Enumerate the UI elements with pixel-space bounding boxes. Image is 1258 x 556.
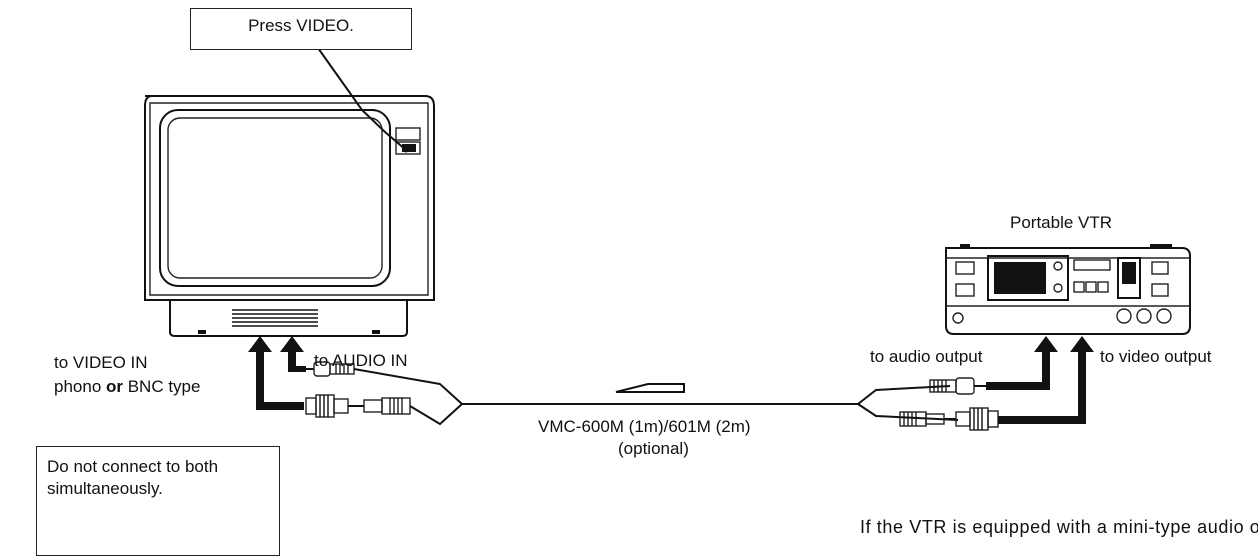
tv-video-phono-plug [363,397,411,415]
vtr-audio-plug [929,377,986,395]
cable [353,368,959,426]
phono-suffix: BNC type [123,377,201,396]
cable-model-label: VMC-600M (1m)/601M (2m) [538,417,751,436]
tv-set [144,95,435,337]
audio-output-label: to audio output [870,347,983,366]
cable-note-label: (optional) [618,439,689,458]
callout-pointer [317,47,407,151]
audio-in-label: to AUDIO IN [314,351,408,370]
press-video-callout: Press VIDEO. [190,8,412,50]
vtr-title: Portable VTR [1010,213,1113,232]
phono-prefix: phono [54,377,106,396]
portable-vtr [945,244,1191,335]
vtr-bnc-plug [955,407,999,431]
caution-text: Do not connect to both simultaneously. [47,457,219,498]
audio-output-arrow [986,336,1058,390]
video-output-label: to video output [1100,347,1212,366]
video-in-label: to VIDEO IN [54,353,148,372]
signal-direction-arrow [615,383,685,393]
press-video-text: Press VIDEO. [248,16,354,35]
speaker-grille [232,309,318,327]
tv-bnc-plug [305,394,364,418]
caution-callout: Do not connect to both simultaneously. [36,446,280,556]
audio-in-arrow [280,336,306,372]
video-output-arrow [998,336,1094,424]
connection-diagram [144,47,1191,431]
footer-text: If the VTR is equipped with a mini-type … [860,517,1258,537]
video-in-arrow [248,336,304,410]
phono-or: or [106,377,123,396]
phono-bnc-label: phono or BNC type [54,376,200,398]
vtr-video-phono-plug [899,411,956,427]
